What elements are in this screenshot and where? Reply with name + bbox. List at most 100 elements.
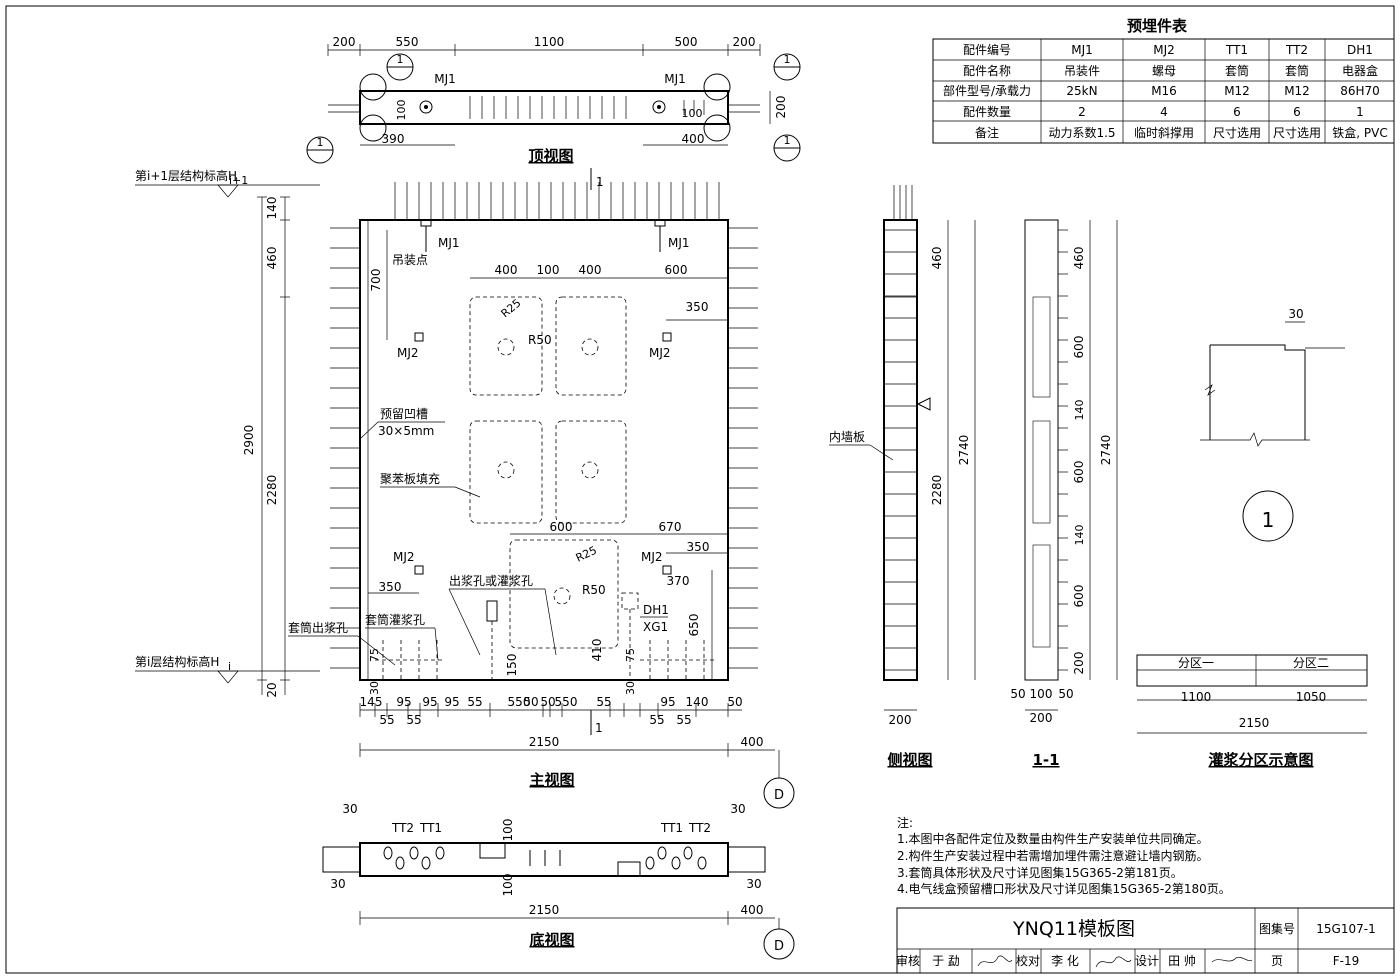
dim: 100 — [1030, 687, 1053, 701]
dim: 75 — [368, 648, 381, 662]
lift-point-label: 吊装点 — [392, 253, 428, 267]
sheet-border — [5, 5, 1395, 974]
zone-2-value: 1050 — [1296, 690, 1327, 704]
dim: 55 — [406, 713, 421, 727]
grout-diagram-title: 灌浆分区示意图 — [1208, 751, 1313, 769]
bottom-view-title: 底视图 — [529, 931, 574, 949]
section-1-1: 460 600 140 600 140 600 200 2740 50 100 … — [1010, 219, 1118, 769]
note-line: 1.本图中各配件定位及数量由构件生产安装单位共同确定。 — [897, 831, 1208, 846]
dim: 400 — [682, 132, 705, 146]
table-cell: 动力系数1.5 — [1048, 125, 1115, 140]
dim: 410 — [590, 639, 604, 662]
dim: 100 — [537, 263, 560, 277]
table-cell: 25kN — [1066, 84, 1097, 98]
table-cell: 铁盒, PVC — [1332, 125, 1387, 140]
dim: 20 — [265, 682, 279, 697]
dim: 350 — [379, 580, 402, 594]
mj2-label: MJ2 — [393, 550, 415, 564]
dim: 140 — [1073, 525, 1086, 546]
table-cell: 2 — [1078, 105, 1086, 119]
radius-label: R25 — [499, 296, 524, 320]
dim: 200 — [333, 35, 356, 49]
note-line: 2.构件生产安装过程中若需增加埋件需注意避让墙内钢筋。 — [897, 848, 1208, 863]
dim: 55 — [379, 713, 394, 727]
dim: 460 — [1072, 247, 1086, 270]
mj2-label: MJ2 — [641, 550, 663, 564]
note-line: 3.套筒具体形状及尺寸详见图集15G365-2第181页。 — [897, 865, 1183, 880]
checker-signature — [1095, 956, 1132, 968]
level-bottom-sub: i — [228, 660, 231, 673]
reviewer-signature — [977, 955, 1013, 967]
eps-fill-label: 聚苯板填充 — [380, 471, 440, 486]
zone-1-value: 1100 — [1181, 690, 1212, 704]
groove-size-label: 30×5mm — [378, 424, 434, 438]
dim: 100 — [395, 100, 408, 121]
dim: 30 — [730, 802, 745, 816]
dim: 600 — [1072, 336, 1086, 359]
radius-label: R25 — [574, 544, 599, 565]
dim: 200 — [1072, 652, 1086, 675]
table-cell: 部件型号/承载力 — [943, 83, 1031, 98]
dim: 2280 — [930, 475, 944, 506]
dim: 55 — [649, 713, 664, 727]
table-cell: 吊装件 — [1064, 64, 1100, 78]
radius-label: R50 — [528, 333, 552, 347]
table-cell: 6 — [1233, 105, 1241, 119]
mj1-label: MJ1 — [438, 236, 460, 250]
table-cell: M12 — [1284, 84, 1310, 98]
designer-signature — [1211, 956, 1253, 963]
review-label: 审核 — [896, 953, 920, 968]
table-cell: 6 — [1293, 105, 1301, 119]
page-number: F-19 — [1333, 954, 1360, 968]
dim: 460 — [930, 247, 944, 270]
dim: 30 — [330, 877, 345, 891]
dim: 600 — [550, 520, 573, 534]
d-marker-label: D — [774, 788, 784, 803]
tt2-label: TT2 — [688, 821, 711, 835]
mj2-label: MJ2 — [397, 346, 419, 360]
dim: 50 — [727, 695, 742, 709]
tt1-label: TT1 — [660, 821, 683, 835]
table-cell: 临时斜撑用 — [1134, 125, 1194, 140]
dim: 400 — [495, 263, 518, 277]
level-top-label: 第i+1层结构标高H — [135, 168, 237, 183]
dim: 145 — [360, 695, 383, 709]
dim: 75 — [624, 648, 637, 662]
dim: 30 — [1288, 307, 1303, 321]
table-cell: TT1 — [1225, 43, 1248, 57]
top-view-title: 顶视图 — [528, 147, 573, 165]
sleeve-outlet-label: 套筒出浆孔 — [288, 620, 348, 635]
title-block: YNQ11模板图 图集号 15G107-1 审核 于 勐 校对 李 化 设计 田… — [896, 907, 1395, 974]
table-cell: 1 — [1356, 105, 1364, 119]
dim: 50 — [1010, 687, 1025, 701]
dim: 140 — [686, 695, 709, 709]
table-cell: TT2 — [1285, 43, 1308, 57]
dim: 670 — [659, 520, 682, 534]
dim: 200 — [1030, 711, 1053, 725]
mj2-label: MJ2 — [649, 346, 671, 360]
atlas-number: 15G107-1 — [1316, 922, 1375, 936]
table-cell: 尺寸选用 — [1273, 126, 1321, 140]
table-cell: 套筒 — [1225, 63, 1249, 78]
zone-total: 2150 — [1239, 716, 1270, 730]
table-cell: DH1 — [1347, 43, 1373, 57]
sleeve-inlet-label: 套筒灌浆孔 — [365, 612, 425, 627]
dim: 50 — [523, 695, 538, 709]
tt1-label: TT1 — [419, 821, 442, 835]
wall-panel-outline — [359, 219, 729, 681]
inner-wall-label: 内墙板 — [829, 430, 865, 444]
dim: 600 — [1072, 585, 1086, 608]
dim: 55 — [596, 695, 611, 709]
zone-2-label: 分区二 — [1293, 656, 1329, 670]
tt2-label: TT2 — [391, 821, 414, 835]
reviewer-name: 于 勐 — [932, 954, 960, 968]
grout-hole-label: 出浆孔或灌浆孔 — [449, 573, 533, 588]
dim: 95 — [396, 695, 411, 709]
dim: 370 — [667, 574, 690, 588]
detail-number: 1 — [1262, 508, 1275, 532]
dim: 95 — [444, 695, 459, 709]
dim: 50 — [1058, 687, 1073, 701]
dim: 400 — [579, 263, 602, 277]
dim: 100 — [501, 819, 515, 842]
